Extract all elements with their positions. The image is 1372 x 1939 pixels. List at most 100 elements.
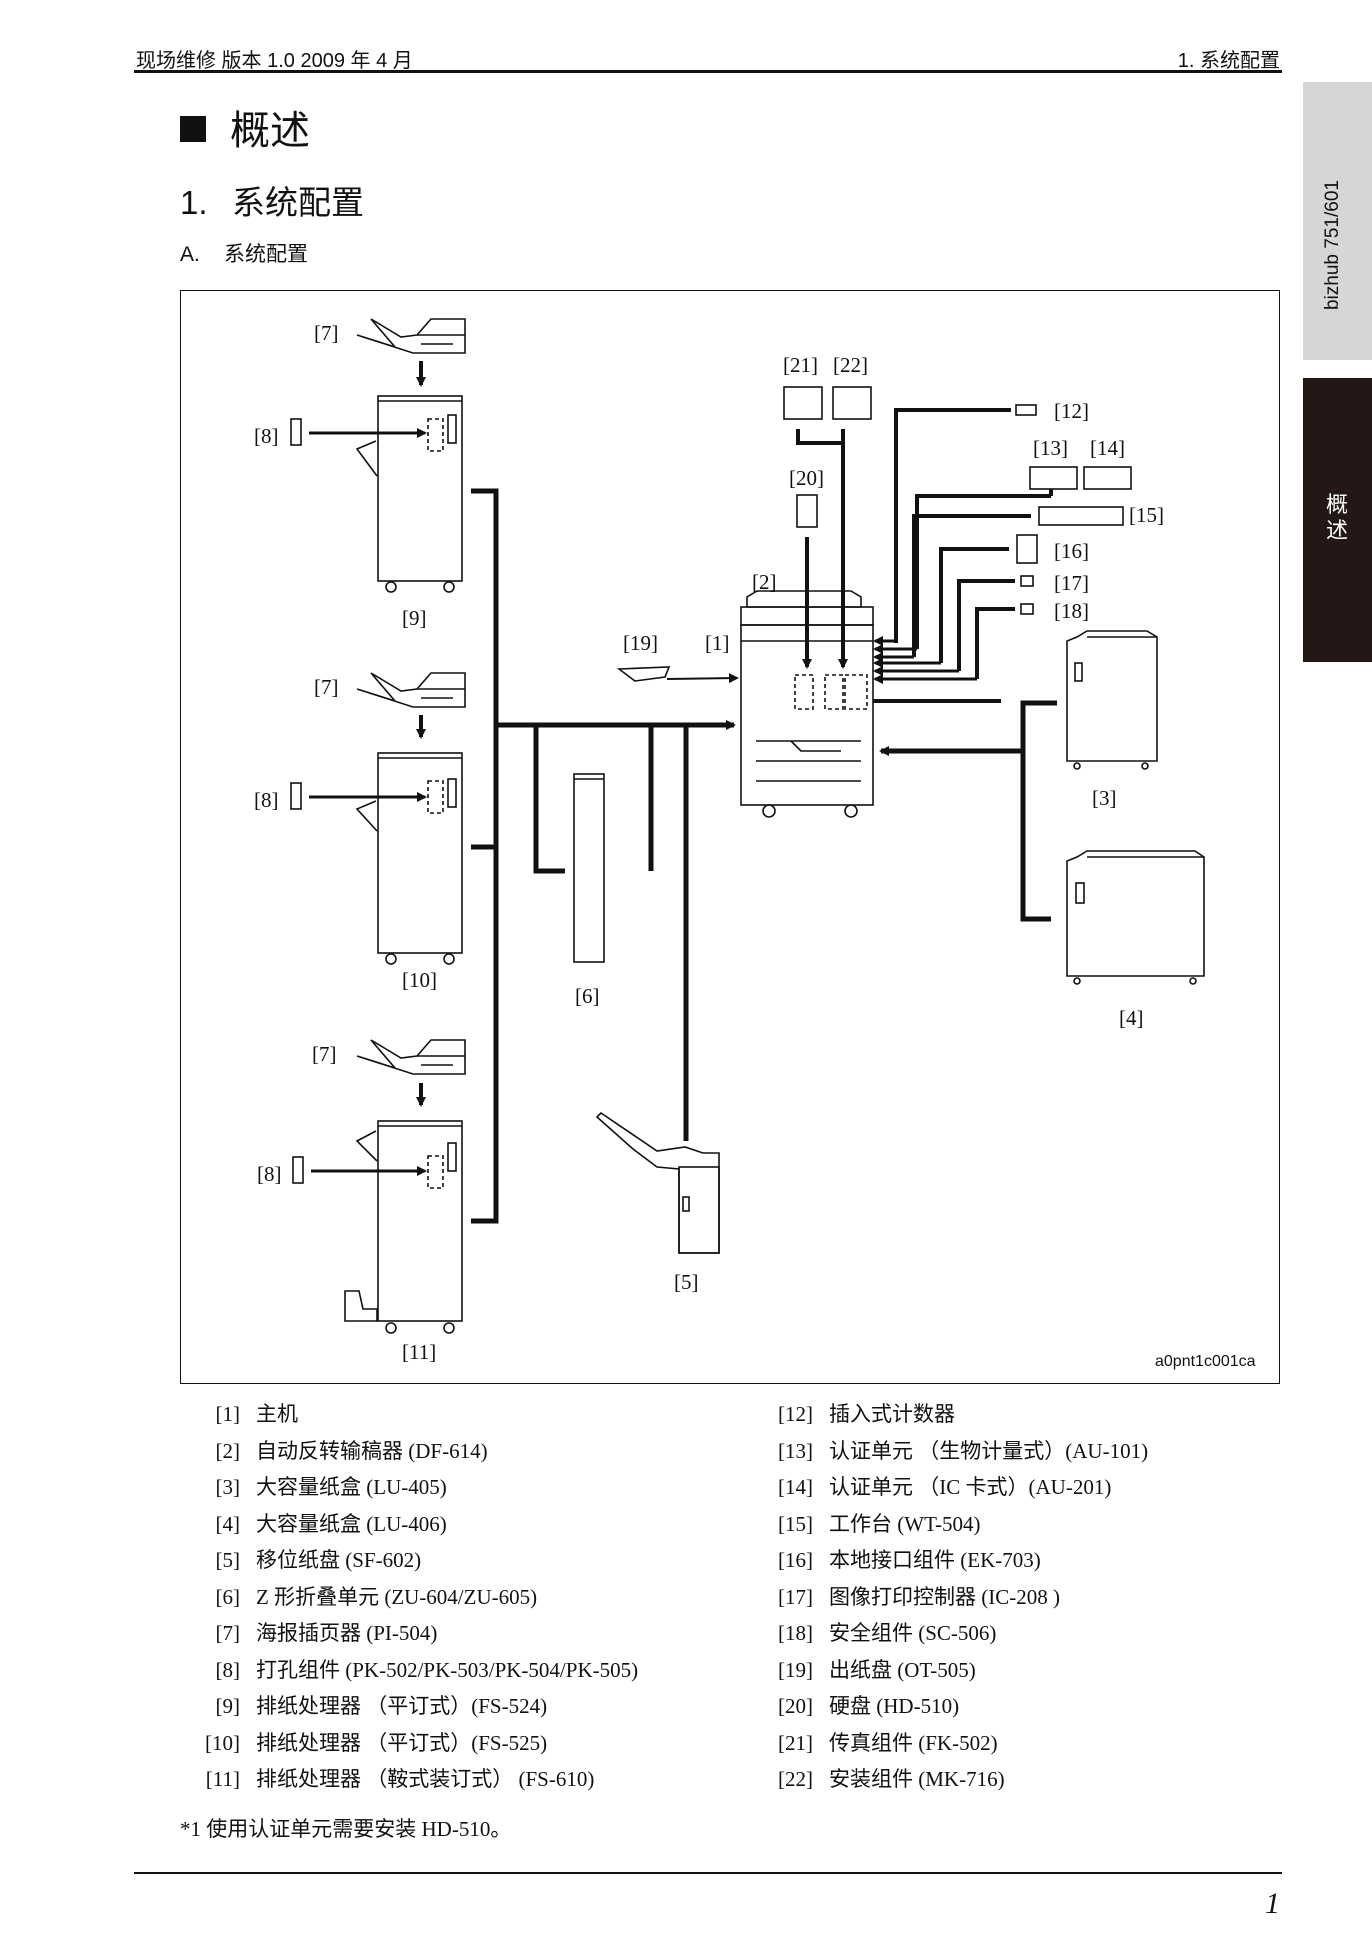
legend-item: [15] 工作台 (WT-504) [753, 1508, 1148, 1545]
legend-item: [16] 本地接口组件 (EK-703) [753, 1544, 1148, 1581]
connection-trunk [471, 488, 689, 1224]
footer-rule [134, 1872, 1282, 1874]
legend-item-text: 打孔组件 (PK-502/PK-503/PK-504/PK-505) [256, 1657, 639, 1682]
subsubsection-title-text: 系统配置 [224, 243, 308, 266]
mount-kit-box [832, 386, 872, 420]
option-connection-lines [873, 408, 1053, 703]
legend-item-text: 排纸处理器 （鞍式装订式） (FS-610) [256, 1767, 595, 1791]
section-title: 概述 [180, 98, 310, 156]
callout-20: [20] [789, 466, 824, 490]
subsubsection-number: A. [180, 243, 200, 266]
legend-item: [13]认证单元 （生物计量式）(AU-101) [753, 1435, 1148, 1472]
chapter-side-tab [1303, 378, 1372, 662]
legend-item-number: [19] [778, 1657, 813, 1682]
lct-connection [1020, 700, 1057, 922]
legend-item-text: 传真组件 (FK-502) [829, 1730, 998, 1755]
subsection-title-text: 系统配置 [232, 184, 364, 221]
subsubsection-title: A. 系统配置 [180, 238, 308, 268]
configuration-diagram: [7] [8] [9] [7] [8] [10] [7] [8] [11] [6… [254, 318, 1256, 1370]
callout-6: [6] [575, 984, 600, 1008]
legend-item-text: 插入式计数器 [829, 1402, 955, 1426]
callout-7-bottom: [7] [312, 1042, 337, 1066]
callout-7-top: [7] [314, 321, 339, 345]
callout-12: [12] [1054, 399, 1089, 423]
legend-item-text: 本地接口组件 (EK-703) [829, 1548, 1041, 1572]
legend-item: [7]海报插页器 (PI-504) [180, 1617, 638, 1654]
square-bullet-icon [180, 116, 206, 143]
legend-item-number: [13] [778, 1438, 813, 1463]
legend-item-number: [17] [778, 1584, 813, 1609]
subsection-title: 1. 系统配置 [180, 176, 364, 224]
legend-item-text: 认证单元 （IC 卡式）(AU-201) [829, 1475, 1112, 1499]
callout-9: [9] [402, 606, 427, 630]
legend-item: [2]自动反转输稿器 (DF-614) [180, 1435, 638, 1472]
legend-item-number: [12] [778, 1402, 813, 1426]
fax-kit-box [783, 386, 823, 420]
legend-item: [5] 移位纸盘 (SF-602) [180, 1544, 638, 1581]
legend-item-number: [14] [778, 1475, 813, 1499]
subsection-number: 1. [180, 184, 208, 221]
legend-item: [19]出纸盘 (OT-505) [753, 1654, 1148, 1691]
callout-1: [1] [705, 631, 730, 655]
legend-item-number: [4] [215, 1511, 241, 1536]
legend-item: [20]硬盘 (HD-510) [753, 1690, 1148, 1727]
legend-item-text: 自动反转输稿器 (DF-614) [256, 1438, 488, 1463]
section-title-text: 概述 [230, 109, 310, 153]
legend-item-number: [21] [778, 1730, 813, 1755]
image-controller [1020, 575, 1034, 587]
legend-item-text: 排纸处理器 （平订式）(FS-524) [256, 1694, 548, 1718]
legend-item-number: [5] [215, 1548, 241, 1572]
legend-item-text: 硬盘 (HD-510) [829, 1694, 960, 1718]
plug-in-counter [1015, 404, 1037, 416]
z-fold-unit [573, 773, 605, 963]
legend-item: [10]排纸处理器 （平订式）(FS-525) [180, 1727, 638, 1764]
callout-5: [5] [674, 1270, 699, 1294]
poster-inserter-middle [356, 672, 466, 708]
callout-17: [17] [1054, 571, 1089, 595]
shift-tray [595, 1111, 720, 1254]
callout-8-top: [8] [254, 424, 279, 448]
working-table [1038, 506, 1124, 526]
output-tray [616, 666, 671, 682]
header-left-text: 现场维修 版本 1.0 2009 年 4 月 [136, 50, 413, 72]
legend-item-text: 工作台 (WT-504) [829, 1511, 981, 1536]
callout-21: [21] [783, 353, 818, 377]
legend-item-number: [16] [778, 1548, 813, 1572]
header-right-text: 1. 系统配置 [1177, 50, 1280, 72]
legend-item: [4] 大容量纸盒 (LU-406) [180, 1508, 638, 1545]
poster-inserter-top [356, 318, 466, 354]
finisher-fs524 [355, 395, 463, 593]
legend-item: [22]安装组件 (MK-716) [753, 1763, 1148, 1800]
legend-item-text: 移位纸盘 (SF-602) [256, 1548, 422, 1572]
page-number: 1 [1265, 1887, 1280, 1920]
callout-14: [14] [1090, 436, 1125, 460]
legend-item-number: [11] [205, 1767, 240, 1791]
legend-item-number: [3] [215, 1475, 241, 1499]
legend-item: [21] 传真组件 (FK-502) [753, 1727, 1148, 1764]
legend-item: [18]安全组件 (SC-506) [753, 1617, 1148, 1654]
chapter-side-tab-label: 概述 [1325, 492, 1348, 543]
callout-11: [11] [402, 1340, 436, 1364]
legend-item-number: [18] [778, 1621, 813, 1645]
legend-item-text: 主机 [256, 1402, 298, 1426]
legend-item-number: [15] [778, 1511, 813, 1536]
legend-item: [6]Z 形折叠单元 (ZU-604/ZU-605) [180, 1581, 638, 1618]
legend-item-number: [8] [215, 1657, 241, 1682]
callout-19: [19] [623, 631, 658, 655]
legend-item: [1]主机 [180, 1398, 638, 1435]
legend-item-text: 排纸处理器 （平订式）(FS-525) [256, 1730, 548, 1755]
legend-left-column: [1]主机[2]自动反转输稿器 (DF-614)[3]大容量纸盒 (LU-405… [180, 1398, 638, 1800]
callout-10: [10] [402, 968, 437, 992]
large-capacity-unit-lu406 [1066, 850, 1205, 985]
legend-item-number: [6] [215, 1584, 241, 1609]
punch-kit-middle [290, 782, 302, 810]
local-interface-kit [1016, 534, 1038, 564]
punch-kit-top [290, 418, 302, 446]
legend-item: [8] 打孔组件 (PK-502/PK-503/PK-504/PK-505) [180, 1654, 639, 1691]
model-side-tab-label: bizhub 751/601 [1322, 180, 1343, 310]
legend-item-text: 大容量纸盒 (LU-406) [256, 1511, 447, 1536]
hdd-box [796, 494, 818, 528]
callout-16: [16] [1054, 539, 1089, 563]
header-rule [134, 70, 1282, 73]
bio-auth-unit [1029, 466, 1078, 490]
